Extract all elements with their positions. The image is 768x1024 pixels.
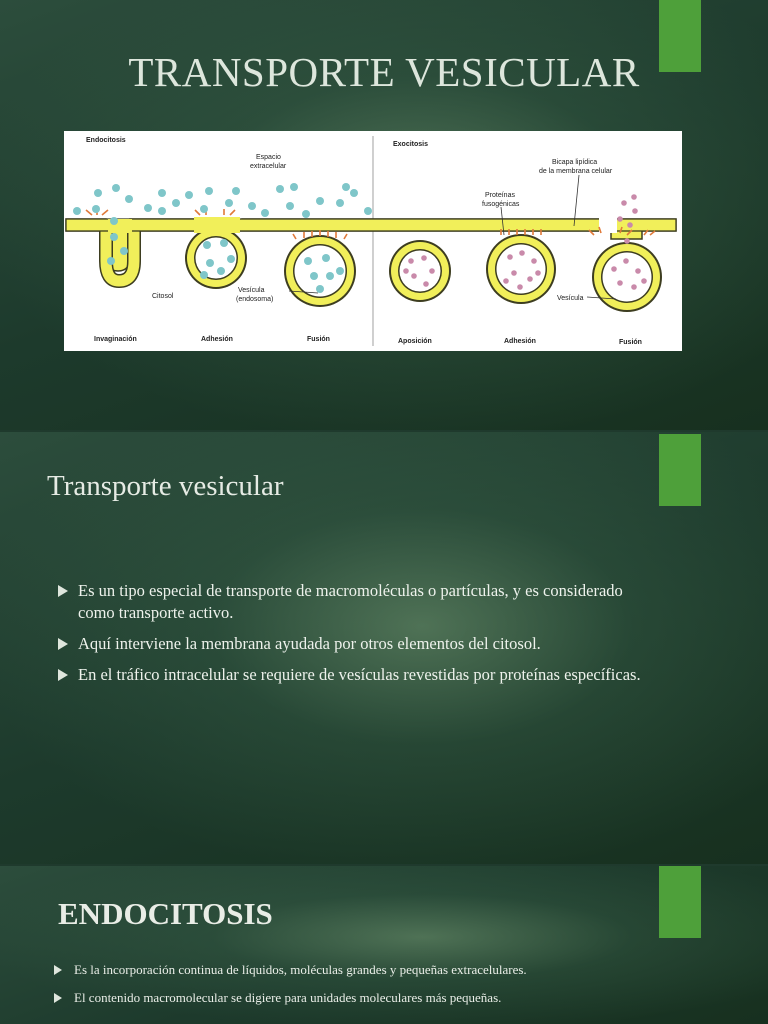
accent-bar	[659, 0, 701, 72]
label-proteinas-1: Proteínas	[485, 192, 515, 199]
endocytosis-particles	[73, 183, 372, 293]
bullet-arrow-icon	[58, 638, 68, 650]
bullet-item: Es un tipo especial de transporte de mac…	[56, 580, 656, 624]
diagram-svg: Endocitosis Exocitosis Espacio extracelu…	[65, 136, 677, 346]
bullet-arrow-icon	[58, 585, 68, 597]
exocytosis-particles	[403, 194, 647, 290]
bullet-text: Es la incorporación continua de líquidos…	[74, 962, 527, 977]
bullet-text: Es un tipo especial de transporte de mac…	[78, 581, 623, 622]
exo-fusion-gap	[599, 217, 617, 233]
diagram-labels: Endocitosis Exocitosis Espacio extracelu…	[86, 137, 642, 346]
step-label: Fusión	[307, 336, 330, 343]
bullet-item: Aquí interviene la membrana ayudada por …	[56, 633, 656, 655]
label-vesicula-endo-2: (endosoma)	[236, 296, 273, 303]
leader-lines	[288, 174, 617, 300]
slide-1: TRANSPORTE VESICULAR	[0, 0, 768, 430]
step-label: Adhesión	[504, 338, 536, 345]
invagination-pocket	[99, 223, 141, 289]
label-proteinas-2: fusogénicas	[482, 201, 520, 208]
label-bicapa-2: de la membrana celular	[539, 168, 613, 175]
label-exocitosis: Exocitosis	[393, 141, 428, 148]
label-espacio-1: Espacio	[256, 154, 281, 161]
slide-title: TRANSPORTE VESICULAR	[128, 49, 640, 95]
bullet-item: Es la incorporación continua de líquidos…	[52, 962, 742, 978]
adhesion-gap	[194, 217, 240, 233]
step-label: Fusión	[619, 339, 642, 346]
label-vesicula-endo-1: Vesícula	[238, 287, 265, 294]
bullet-list: Es la incorporación continua de líquidos…	[52, 962, 742, 1018]
bullet-text: En el tráfico intracelular se requiere d…	[78, 665, 641, 684]
bullet-text: Aquí interviene la membrana ayudada por …	[78, 634, 541, 653]
bullet-arrow-icon	[54, 965, 62, 975]
bullet-list: Es un tipo especial de transporte de mac…	[56, 580, 656, 695]
step-label: Aposición	[398, 338, 432, 345]
vesicular-transport-diagram: Endocitosis Exocitosis Espacio extracelu…	[64, 131, 682, 351]
slide-title: Transporte vesicular	[47, 470, 284, 502]
step-label: Adhesión	[201, 336, 233, 343]
bullet-text: El contenido macromolecular se digiere p…	[74, 990, 502, 1005]
bullet-item: El contenido macromolecular se digiere p…	[52, 990, 742, 1006]
membrane-band	[65, 218, 677, 232]
label-espacio-2: extracelular	[250, 163, 287, 170]
bullet-arrow-icon	[54, 993, 62, 1003]
vesicles	[185, 227, 662, 312]
slide-3: ENDOCITOSIS Es la incorporación continua…	[0, 866, 768, 1024]
bullet-item: En el tráfico intracelular se requiere d…	[56, 664, 656, 686]
step-label: Invaginación	[94, 336, 137, 343]
accent-bar	[659, 866, 701, 938]
label-bicapa-1: Bicapa lipídica	[552, 159, 597, 166]
slide-2: Transporte vesicular Es un tipo especial…	[0, 432, 768, 864]
accent-bar	[659, 434, 701, 506]
label-citosol: Citosol	[152, 293, 174, 300]
bullet-arrow-icon	[58, 669, 68, 681]
label-vesicula-exo: Vesícula	[557, 295, 584, 302]
slide-title: ENDOCITOSIS	[58, 896, 273, 931]
label-endocitosis: Endocitosis	[86, 137, 126, 144]
